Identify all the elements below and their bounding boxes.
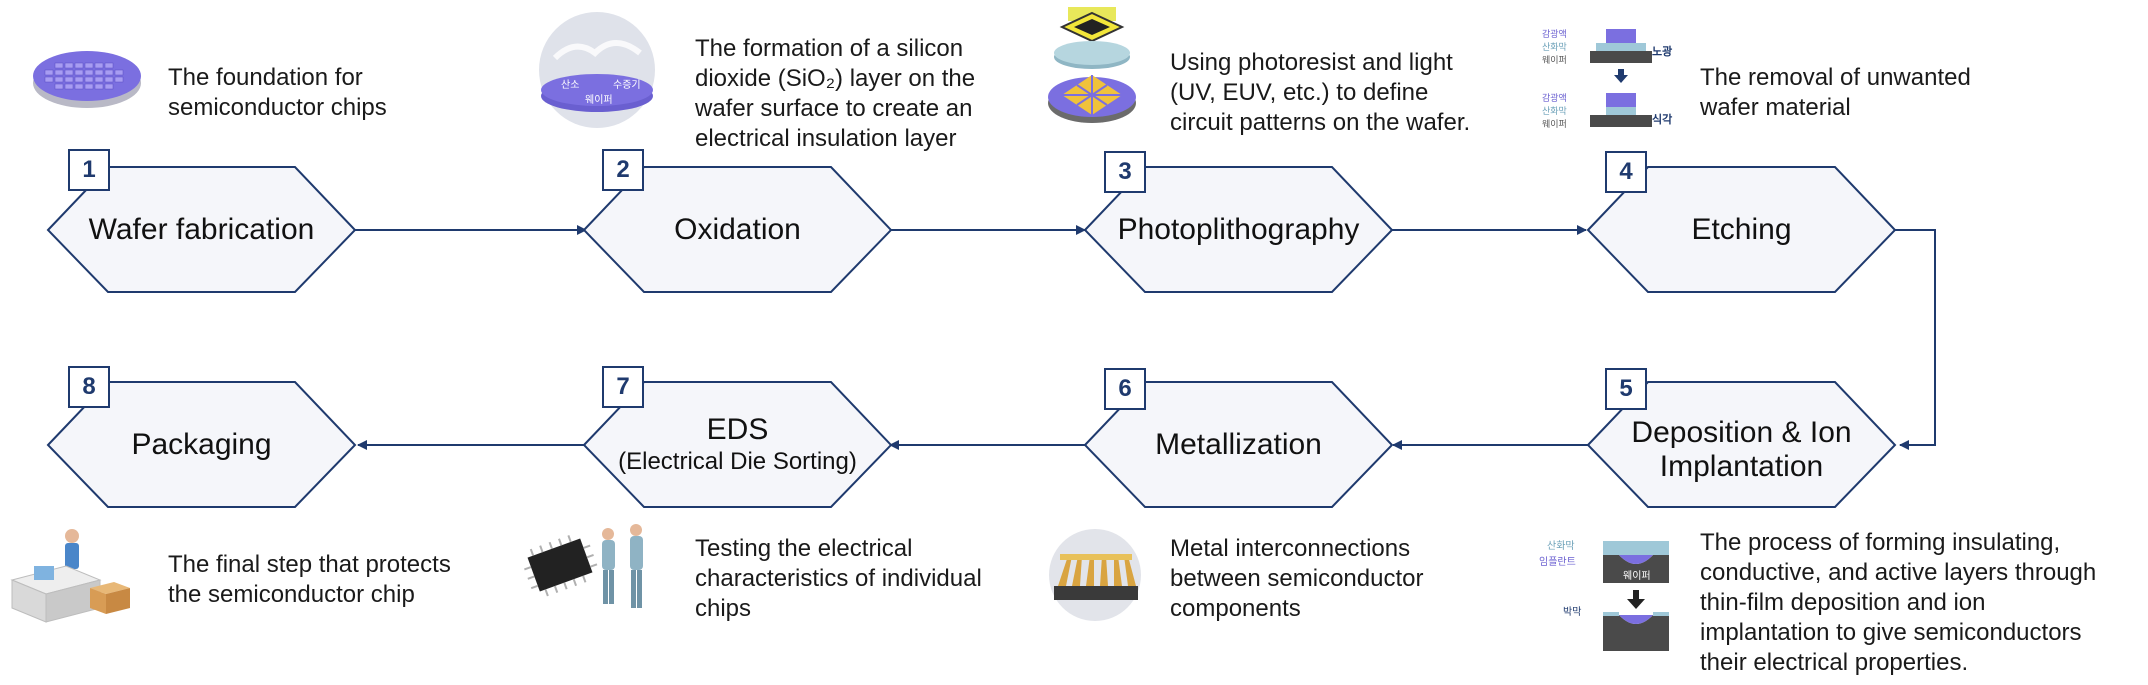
hexagon-step-5 bbox=[1586, 381, 1897, 508]
wafer-label: 웨이퍼 bbox=[1542, 118, 1567, 130]
lithography-icon bbox=[1048, 7, 1136, 123]
description-line: circuit patterns on the wafer. bbox=[1170, 109, 1471, 136]
step-number-5: 5 bbox=[1605, 368, 1647, 410]
description-line: Metal interconnections bbox=[1170, 535, 1411, 562]
hexagon-step-4 bbox=[1586, 166, 1897, 293]
description-line: dioxide (SiO₂) layer on the bbox=[695, 65, 976, 92]
arrow-4-5 bbox=[1895, 229, 1936, 450]
step-title-5-line-2: Implantation bbox=[1659, 450, 1824, 483]
step-label-6: Metallization bbox=[1097, 405, 1380, 485]
step-title-1: Wafer fabrication bbox=[88, 213, 315, 246]
oxide-label: 산화막 bbox=[1547, 540, 1575, 552]
description-line: The foundation for bbox=[168, 64, 363, 91]
hexagon-step-7 bbox=[582, 381, 893, 508]
metallization-icon bbox=[1049, 529, 1141, 621]
step-description-4: The removal of unwanted wafer material bbox=[1700, 63, 1971, 123]
description-line: Using photoresist and light bbox=[1170, 49, 1453, 76]
description-line: conductive, and active layers through bbox=[1700, 559, 2097, 586]
step-title-8: Packaging bbox=[131, 428, 272, 461]
step-label-4: Etching bbox=[1600, 190, 1883, 270]
step-label-5: Deposition & Ion Implantation bbox=[1600, 400, 1883, 500]
step-number-1: 1 bbox=[68, 149, 110, 191]
description-line: characteristics of individual bbox=[695, 565, 982, 592]
description-line: Testing the electrical bbox=[695, 535, 913, 562]
step-description-8: The final step that protects the semicon… bbox=[168, 550, 451, 610]
etching-icon: 감광액 산화막 웨이퍼 노광 감광액 산화막 웨이퍼 식각 bbox=[1542, 28, 1672, 130]
wafer-icon bbox=[33, 51, 141, 108]
hexagon-step-2 bbox=[582, 166, 893, 293]
step-label-1: Wafer fabrication bbox=[60, 190, 343, 270]
step-title-4: Etching bbox=[1691, 213, 1792, 246]
wafer-label: 웨이퍼 bbox=[1542, 54, 1567, 66]
step-description-1: The foundation for semiconductor chips bbox=[168, 63, 387, 123]
description-line: chips bbox=[695, 595, 752, 622]
step-number-2: 2 bbox=[602, 149, 644, 191]
implant-label: 임플란트 bbox=[1539, 555, 1576, 568]
deposition-icon: 산화막 임플란트 웨이퍼 박막 bbox=[1539, 540, 1669, 651]
step-label-8: Packaging bbox=[60, 405, 343, 485]
step-number-4: 4 bbox=[1605, 151, 1647, 193]
oxide-label: 산화막 bbox=[1542, 106, 1567, 117]
description-line: wafer material bbox=[1700, 94, 1851, 121]
wafer-label: 웨이퍼 bbox=[1623, 570, 1651, 582]
step-number-8: 8 bbox=[68, 366, 110, 408]
thin-film-label: 박막 bbox=[1563, 606, 1581, 618]
step-description-2: The formation of a silicon dioxide (SiO₂… bbox=[695, 34, 975, 154]
description-line: The process of forming insulating, bbox=[1700, 529, 2061, 556]
photoresist-label: 감광액 bbox=[1542, 28, 1567, 40]
step-title-2: Oxidation bbox=[674, 213, 801, 246]
description-line: electrical insulation layer bbox=[695, 125, 957, 152]
description-line: their electrical properties. bbox=[1700, 649, 1969, 676]
step-description-6: Metal interconnections between semicondu… bbox=[1170, 534, 1423, 624]
step-description-7: Testing the electrical characteristics o… bbox=[695, 534, 982, 624]
step-title-7: EDS bbox=[706, 413, 769, 446]
description-line: between semiconductor bbox=[1170, 565, 1424, 592]
description-line: semiconductor chips bbox=[168, 94, 387, 121]
description-line: The final step that protects bbox=[168, 551, 451, 578]
step-label-7: EDS (Electrical Die Sorting) bbox=[590, 400, 885, 490]
description-line: implantation to give semiconductors bbox=[1700, 619, 2082, 646]
etch-label: 식각 bbox=[1652, 112, 1672, 126]
step-title-6: Metallization bbox=[1155, 428, 1322, 461]
chip-testing-icon bbox=[524, 524, 643, 608]
step-description-5: The process of forming insulating, condu… bbox=[1700, 528, 2096, 678]
description-line: (UV, EUV, etc.) to define bbox=[1170, 79, 1429, 106]
step-label-3: Photoplithography bbox=[1090, 190, 1387, 270]
step-title-3: Photoplithography bbox=[1117, 213, 1360, 246]
step-number-7: 7 bbox=[602, 366, 644, 408]
step-description-3: Using photoresist and light (UV, EUV, et… bbox=[1170, 48, 1470, 138]
step-title-5-line-1: Deposition & Ion bbox=[1631, 416, 1852, 449]
description-line: thin-film deposition and ion bbox=[1700, 589, 1986, 616]
description-line: The removal of unwanted bbox=[1700, 64, 1971, 91]
description-line: The formation of a silicon bbox=[695, 35, 964, 62]
packaging-icon bbox=[10, 529, 130, 623]
oxide-label: 산화막 bbox=[1542, 42, 1567, 53]
wafer-label: 웨이퍼 bbox=[585, 94, 613, 106]
step-label-2: Oxidation bbox=[596, 190, 879, 270]
step-number-6: 6 bbox=[1104, 368, 1146, 410]
exposure-label: 노광 bbox=[1652, 45, 1672, 58]
description-line: wafer surface to create an bbox=[695, 95, 973, 122]
oxidation-icon: 산소 수증기 웨이퍼 bbox=[539, 12, 655, 128]
steam-label: 수증기 bbox=[613, 79, 641, 91]
description-line: components bbox=[1170, 595, 1301, 622]
photoresist-label: 감광액 bbox=[1542, 92, 1567, 104]
description-line: the semiconductor chip bbox=[168, 581, 415, 608]
step-subtitle-7: (Electrical Die Sorting) bbox=[618, 448, 857, 475]
step-number-3: 3 bbox=[1104, 151, 1146, 193]
oxygen-label: 산소 bbox=[561, 79, 579, 91]
